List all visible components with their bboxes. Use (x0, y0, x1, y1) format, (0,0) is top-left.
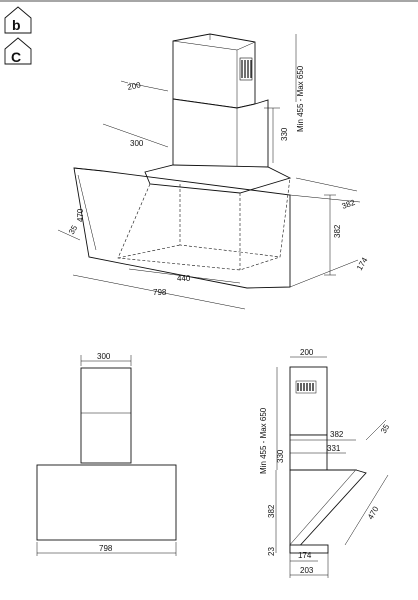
side-depth-331-label: 331 (327, 444, 341, 453)
side-lower-chimney (289, 434, 328, 471)
side-total-depth-label: 203 (300, 566, 314, 575)
side-chimney-range-label: Min 455 - Max 650 (259, 407, 268, 474)
side-bottom-depth-label: 174 (298, 551, 312, 560)
side-vent-grille (295, 380, 317, 394)
iso-hood-height-label: 382 (333, 224, 342, 238)
side-chimney-depth-label: 200 (300, 348, 314, 357)
iso-hood-depth-label: 382 (341, 198, 357, 211)
iso-chimney-range-label: Min 455 - Max 650 (296, 65, 305, 132)
iso-chimney-depth-label: 300 (130, 139, 144, 148)
svg-text:b: b (12, 17, 21, 33)
side-base-height-label: 23 (267, 547, 276, 556)
ducted-mode-icon: b (4, 6, 32, 34)
iso-total-width-label: 798 (153, 288, 167, 297)
side-base (289, 544, 329, 554)
side-glass-angle-label: 35 (379, 422, 392, 435)
isometric-view: 200 300 330 Min 455 - Max 650 382 382 47… (57, 33, 370, 310)
iso-chimney-width-label: 200 (127, 80, 142, 92)
front-hood-width-label: 798 (99, 544, 113, 553)
recirculation-mode-icon: C (4, 37, 32, 65)
front-chimney (80, 367, 132, 464)
iso-lower-chimney-height-label: 330 (280, 127, 289, 141)
front-chimney-width-label: 300 (97, 352, 111, 361)
side-view: 200 Min 455 - Max 650 330 382 331 35 382… (259, 348, 391, 578)
front-hood (36, 464, 177, 541)
side-hood-height-label: 382 (267, 504, 276, 518)
side-upper-chimney (289, 366, 328, 436)
side-lower-chimney-height-label: 330 (276, 449, 285, 463)
side-depth-382-label: 382 (330, 430, 344, 439)
iso-glass-angle-label: 35 (67, 223, 80, 236)
vent-grille (239, 57, 253, 81)
front-view: 300 798 (36, 352, 177, 556)
iso-inner-width-label: 440 (177, 274, 191, 283)
iso-bottom-height-label: 174 (355, 255, 370, 272)
svg-text:C: C (11, 49, 21, 65)
iso-glass-length-label: 470 (76, 208, 85, 222)
